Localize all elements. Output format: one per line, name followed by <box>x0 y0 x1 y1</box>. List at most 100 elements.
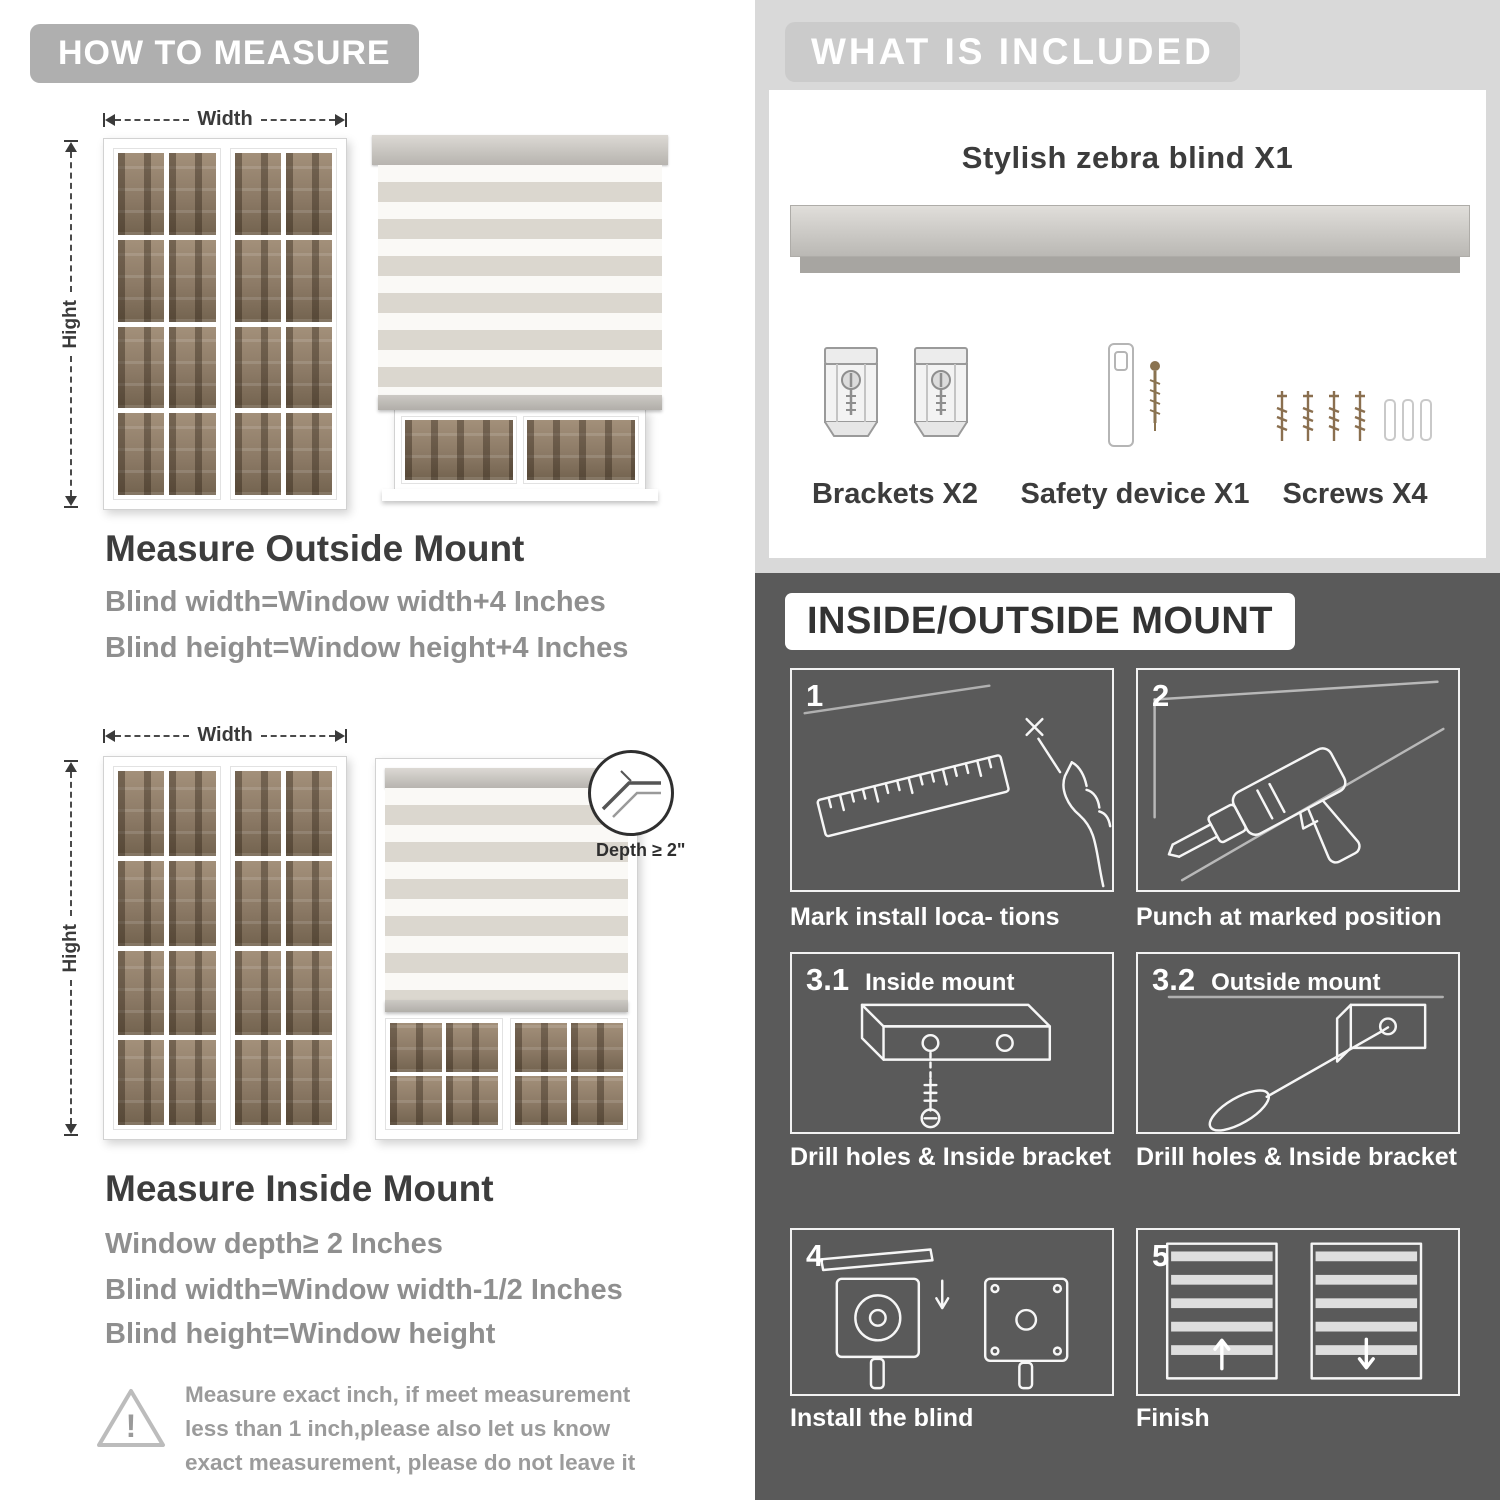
mount-header: INSIDE/OUTSIDE MOUNT <box>785 593 1296 650</box>
blind-headrail <box>385 768 628 788</box>
arrow-dash <box>70 356 72 497</box>
step-number: 2 <box>1152 678 1170 713</box>
step-caption-5: Finish <box>1136 1404 1210 1432</box>
depth-callout-circle <box>588 750 674 836</box>
inside-mount-title: Measure Inside Mount <box>105 1168 494 1209</box>
inside-spec-height: Blind height=Window height <box>105 1318 496 1350</box>
arrow-dash <box>115 118 190 121</box>
window-sash <box>510 1018 628 1130</box>
arrow-dash <box>70 152 72 292</box>
blind-headrail <box>372 135 668 165</box>
arrow-down-icon <box>65 1124 77 1135</box>
what-is-included-header-text: WHAT IS INCLUDED <box>811 31 1214 72</box>
step-caption-4: Install the blind <box>790 1404 974 1432</box>
window-fragment <box>394 409 646 491</box>
window-sill <box>382 489 658 501</box>
window-sash <box>113 766 221 1130</box>
width-label: Width <box>197 724 253 746</box>
width-arrow-outside: Width <box>103 108 348 131</box>
outside-mount-window-illustration <box>103 138 347 510</box>
step-number: 1 <box>806 678 824 713</box>
warning-icon: ! <box>95 1385 167 1451</box>
step-panel-1: 1 <box>790 668 1114 892</box>
arrow-right-icon <box>335 729 346 742</box>
step-tag: Inside mount <box>865 969 1015 996</box>
arrow-down-icon <box>65 496 77 507</box>
width-label: Width <box>197 108 253 130</box>
window-sash <box>385 1018 503 1130</box>
how-to-measure-header-text: HOW TO MEASURE <box>58 34 391 72</box>
mark-location-illustration <box>803 684 1112 888</box>
arrow-tick <box>64 506 78 509</box>
depth-label: Depth ≥ 2" <box>596 840 686 860</box>
product-label: Stylish zebra blind X1 <box>961 140 1294 175</box>
blind-fabric <box>385 788 628 1000</box>
included-section: WHAT IS INCLUDED Stylish zebra blind X1 <box>755 0 1500 573</box>
blind-fabric <box>378 165 662 395</box>
brackets-label: Brackets X2 <box>811 478 979 510</box>
window-sashes <box>113 148 337 500</box>
how-to-measure-header: HOW TO MEASURE <box>30 24 419 83</box>
arrow-left-icon <box>105 729 115 742</box>
step-number: 3.2 <box>1152 962 1196 997</box>
arrow-tick <box>64 140 78 142</box>
mount-header-text: INSIDE/OUTSIDE MOUNT <box>807 600 1274 642</box>
arrow-up-icon <box>65 142 77 152</box>
finish-illustration <box>1165 1242 1423 1380</box>
zebra-blind-outside-illustration <box>372 135 668 410</box>
outside-bracket-illustration <box>1167 995 1444 1132</box>
outside-spec-height: Blind height=Window height+4 Inches <box>105 632 629 664</box>
height-arrow-outside: Hight <box>60 140 82 509</box>
outside-mount-title: Measure Outside Mount <box>105 528 525 569</box>
arrow-dash <box>260 118 336 121</box>
height-arrow-inside: Hight <box>60 760 82 1137</box>
safety-device-icon <box>1095 338 1175 463</box>
outside-spec-width: Blind width=Window width+4 Inches <box>105 586 606 618</box>
step-caption-1: Mark install loca- tions <box>790 903 1060 931</box>
arrow-tick <box>103 112 105 127</box>
step-number: 5 <box>1152 1238 1170 1273</box>
blind-rail-product-edge <box>800 257 1460 273</box>
width-arrow-inside: Width <box>103 724 348 747</box>
arrow-tick <box>345 112 348 127</box>
arrow-up-icon <box>65 762 77 772</box>
step-panel-5: 5 <box>1136 1228 1460 1396</box>
step-caption-3-1: Drill holes & Inside bracket <box>790 1143 1111 1171</box>
included-card <box>769 90 1486 558</box>
inside-mount-blind-illustration <box>375 758 638 1140</box>
step-panel-3-1: 3.1 Inside mount <box>790 952 1114 1134</box>
height-label: Hight <box>60 299 81 349</box>
measure-warning-text: Measure exact inch, if meet measurement … <box>185 1382 636 1475</box>
install-blind-illustration <box>819 1248 1069 1390</box>
inside-bracket-illustration <box>860 1003 1052 1129</box>
step-caption-2: Punch at marked position <box>1136 903 1442 931</box>
step-caption-3-2: Drill holes & Inside bracket <box>1136 1143 1457 1171</box>
step-panel-2: 2 <box>1136 668 1460 892</box>
drill-illustration <box>1153 680 1445 882</box>
inside-mount-window-illustration <box>103 756 347 1140</box>
step-panel-4: 4 <box>790 1228 1114 1396</box>
safety-device-label: Safety device X1 <box>1020 478 1250 510</box>
height-label: Hight <box>60 923 81 973</box>
window-sash <box>113 148 221 500</box>
step-tag: Outside mount <box>1211 969 1381 996</box>
window-sash <box>229 148 337 500</box>
arrow-left-icon <box>105 113 115 126</box>
svg-text:!: ! <box>126 1408 137 1444</box>
step-panel-3-2: 3.2 Outside mount <box>1136 952 1460 1134</box>
what-is-included-header: WHAT IS INCLUDED <box>785 22 1240 82</box>
step-number: 3.1 <box>806 962 850 997</box>
blind-rail-product-illustration <box>790 205 1470 257</box>
arrow-right-icon <box>335 113 346 126</box>
inside-spec-width: Blind width=Window width-1/2 Inches <box>105 1274 623 1306</box>
screws-icon <box>1267 388 1437 455</box>
step-number: 4 <box>806 1238 824 1273</box>
screws-label: Screws X4 <box>1282 478 1428 510</box>
inside-spec-depth: Window depth≥ 2 Inches <box>105 1228 443 1260</box>
brackets-icon <box>815 340 977 450</box>
blind-bottomrail <box>385 1000 628 1012</box>
mount-section: INSIDE/OUTSIDE MOUNT 1 <box>755 573 1500 1500</box>
frame-corner-icon <box>601 770 661 818</box>
window-sash <box>229 766 337 1130</box>
